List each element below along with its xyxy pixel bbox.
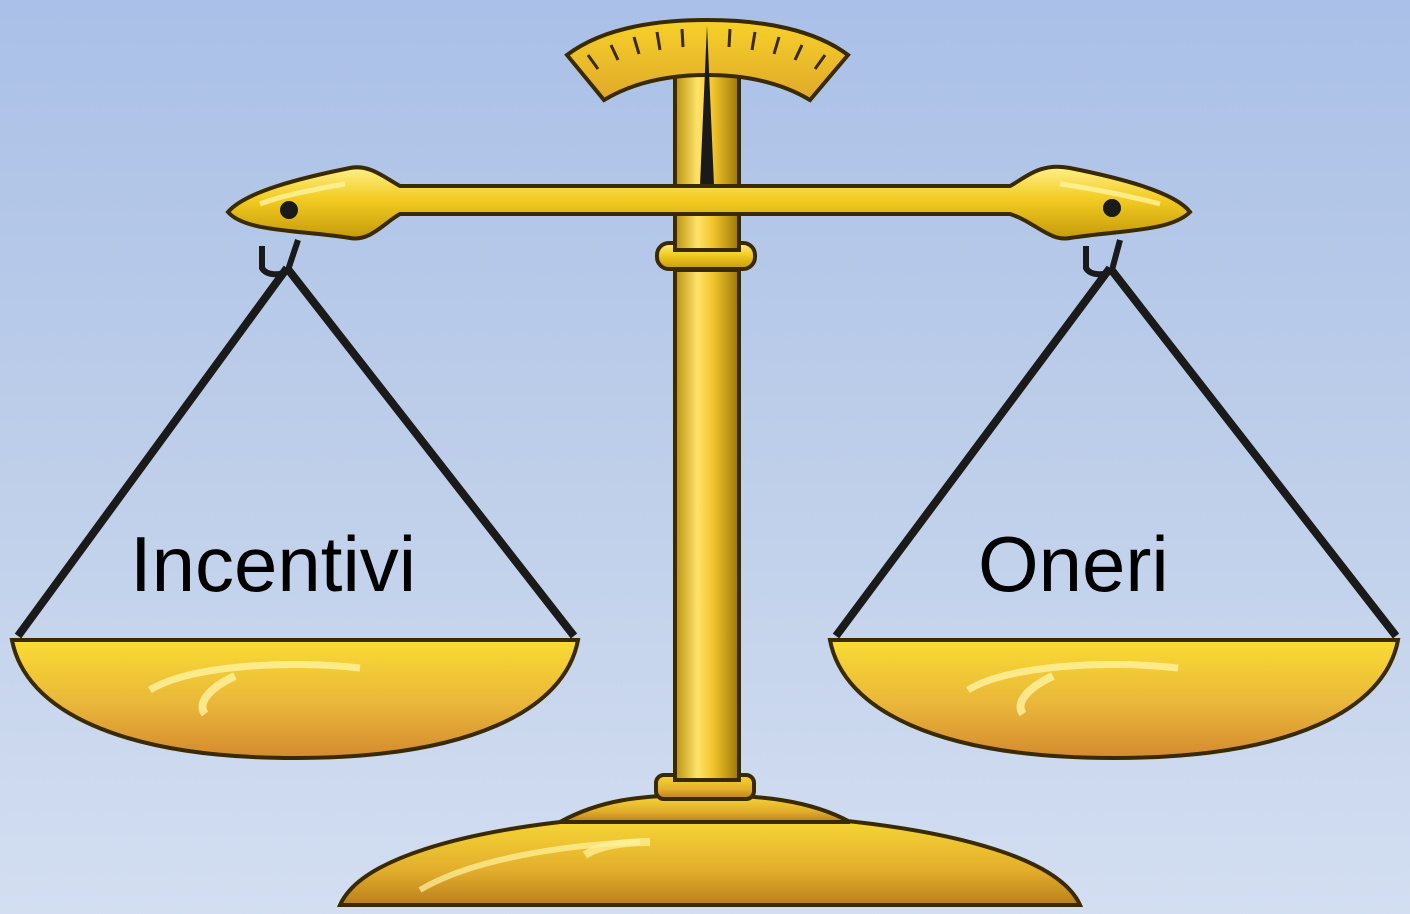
left-pan-label: Incentivi	[130, 525, 416, 603]
scale-dial	[567, 20, 848, 185]
right-pan	[830, 240, 1398, 758]
right-pan-label: Oneri	[978, 525, 1169, 603]
left-pan	[12, 240, 578, 758]
scale-base	[340, 775, 1080, 905]
